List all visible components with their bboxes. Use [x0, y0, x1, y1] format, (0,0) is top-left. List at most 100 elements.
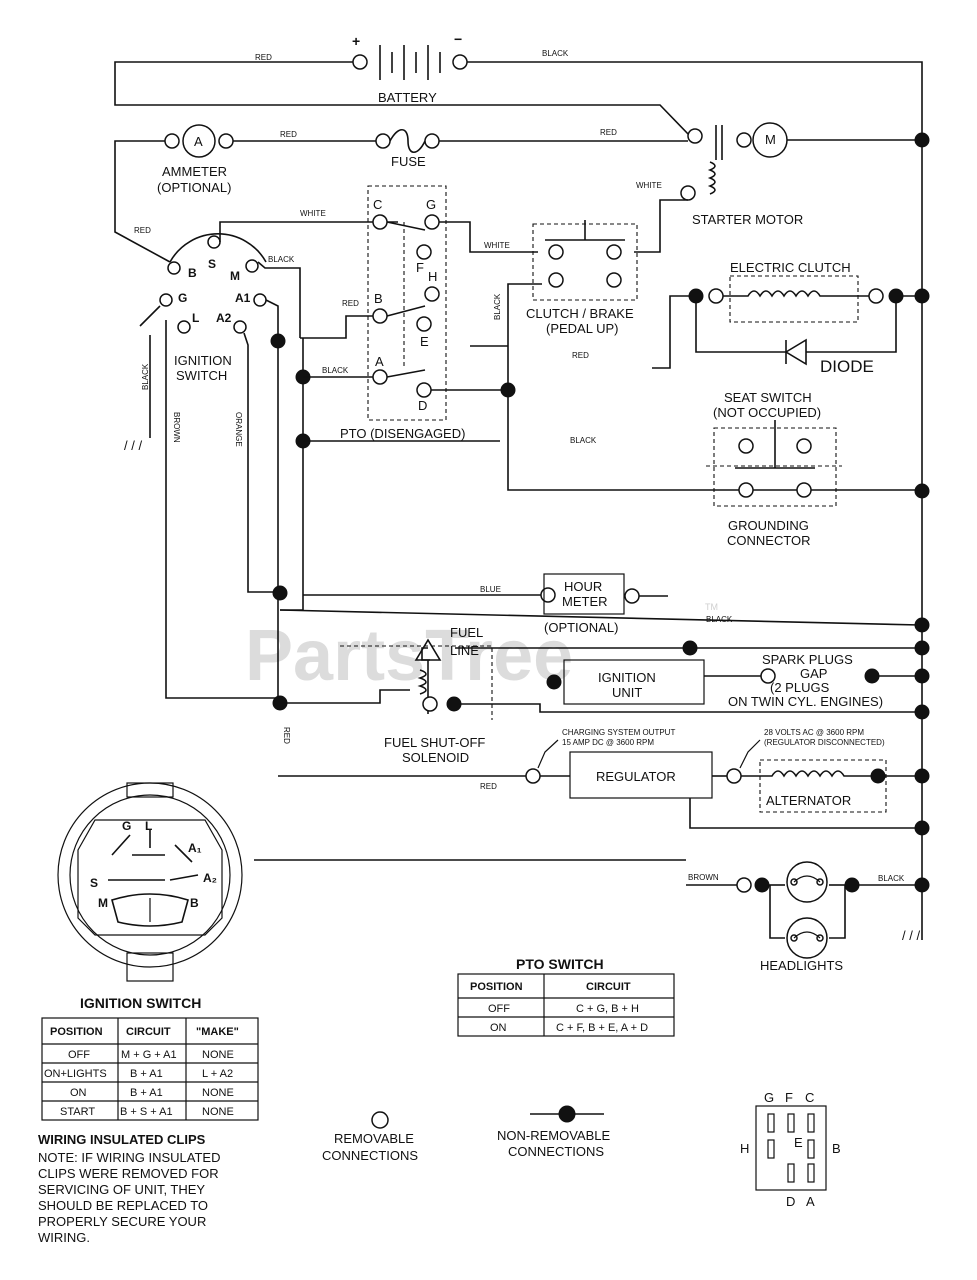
ignition-connector: G L A₁ A₂ S M B — [57, 782, 243, 982]
svg-text:RED: RED — [255, 53, 272, 62]
svg-text:M + G + A1: M + G + A1 — [121, 1049, 177, 1061]
svg-text:/ / /: / / / — [902, 928, 920, 943]
svg-text:G: G — [178, 291, 187, 305]
svg-text:CONNECTIONS: CONNECTIONS — [508, 1144, 604, 1159]
svg-text:REGULATOR: REGULATOR — [596, 769, 676, 784]
svg-text:BLACK: BLACK — [268, 255, 295, 264]
svg-text:A2: A2 — [216, 311, 232, 325]
svg-text:RED: RED — [282, 727, 291, 744]
svg-text:B + A1: B + A1 — [130, 1068, 163, 1080]
svg-text:BLACK: BLACK — [493, 293, 502, 320]
svg-text:CLUTCH / BRAKE: CLUTCH / BRAKE — [526, 306, 634, 321]
ignition-unit: IGNITION UNIT — [546, 659, 705, 705]
svg-text:ORANGE: ORANGE — [234, 412, 243, 447]
svg-text:FUSE: FUSE — [391, 154, 426, 169]
svg-text:RED: RED — [600, 128, 617, 137]
watermark: PartsTree — [245, 616, 573, 696]
battery: + − BATTERY — [352, 31, 468, 105]
svg-text:C + F, B + E, A + D: C + F, B + E, A + D — [556, 1022, 648, 1034]
regulator: RED REGULATOR CHARGING SYSTEM OUTPUT 15 … — [278, 728, 930, 836]
svg-text:E: E — [420, 334, 429, 349]
svg-text:HOUR: HOUR — [564, 579, 602, 594]
svg-text:BLACK: BLACK — [542, 49, 569, 58]
svg-text:WHITE: WHITE — [484, 241, 510, 250]
svg-text:NONE: NONE — [202, 1087, 234, 1099]
svg-text:SOLENOID: SOLENOID — [402, 750, 469, 765]
svg-text:CLIPS WERE REMOVED FOR: CLIPS WERE REMOVED FOR — [38, 1166, 219, 1181]
svg-text:CONNECTOR: CONNECTOR — [727, 533, 811, 548]
ignition-switch-table: IGNITION SWITCH POSITION CIRCUIT "MAKE" … — [41, 995, 259, 1121]
headlights: BROWN BLACK HEADLIGHTS — [686, 861, 930, 973]
svg-text:"MAKE": "MAKE" — [196, 1026, 239, 1038]
svg-text:NOTE: IF WIRING INSULATED: NOTE: IF WIRING INSULATED — [38, 1150, 221, 1165]
svg-text:H: H — [428, 269, 437, 284]
svg-text:B: B — [832, 1141, 841, 1156]
ignition-switch: B S M G A1 L A2 IGNITION SWITCH — [159, 233, 267, 383]
svg-text:BLACK: BLACK — [878, 874, 905, 883]
hour-meter: BLUE HOUR METER (OPTIONAL) — [280, 573, 668, 635]
svg-text:CIRCUIT: CIRCUIT — [126, 1026, 171, 1038]
starter-motor: M STARTER MOTOR — [687, 122, 930, 227]
svg-text:IGNITION SWITCH: IGNITION SWITCH — [80, 995, 201, 1011]
svg-text:HEADLIGHTS: HEADLIGHTS — [760, 958, 843, 973]
svg-text:RED: RED — [572, 351, 589, 360]
svg-text:PTO SWITCH: PTO SWITCH — [516, 956, 604, 972]
svg-text:WHITE: WHITE — [636, 181, 662, 190]
svg-text:B + A1: B + A1 — [130, 1087, 163, 1099]
svg-text:RED: RED — [480, 782, 497, 791]
svg-text:POSITION: POSITION — [470, 981, 523, 993]
svg-text:(OPTIONAL): (OPTIONAL) — [157, 180, 231, 195]
svg-text:RED: RED — [280, 130, 297, 139]
wiring-clips-note: WIRING INSULATED CLIPS NOTE: IF WIRING I… — [38, 1132, 221, 1245]
svg-text:S: S — [208, 257, 216, 271]
svg-text:BLACK: BLACK — [570, 436, 597, 445]
svg-text:C: C — [373, 197, 382, 212]
svg-text:B: B — [188, 266, 197, 280]
svg-text:(OPTIONAL): (OPTIONAL) — [544, 620, 618, 635]
svg-text:B: B — [190, 896, 199, 910]
svg-text:(2 PLUGS: (2 PLUGS — [770, 680, 830, 695]
svg-text:NONE: NONE — [202, 1049, 234, 1061]
svg-text:A₂: A₂ — [203, 871, 217, 885]
svg-text:A1: A1 — [235, 291, 251, 305]
svg-text:/ / /: / / / — [124, 438, 142, 453]
svg-text:WIRING INSULATED CLIPS: WIRING INSULATED CLIPS — [38, 1132, 206, 1147]
svg-text:OFF: OFF — [488, 1003, 510, 1015]
svg-text:UNIT: UNIT — [612, 685, 642, 700]
svg-text:28 VOLTS AC @ 3600 RPM: 28 VOLTS AC @ 3600 RPM — [764, 728, 864, 737]
svg-text:ON+LIGHTS: ON+LIGHTS — [44, 1068, 107, 1080]
svg-text:ELECTRIC CLUTCH: ELECTRIC CLUTCH — [730, 260, 851, 275]
fuse: FUSE — [375, 128, 440, 169]
svg-text:BLACK: BLACK — [706, 615, 733, 624]
diode: DIODE — [695, 303, 897, 376]
svg-text:−: − — [454, 31, 462, 47]
svg-text:D: D — [786, 1194, 795, 1209]
svg-text:B: B — [374, 291, 383, 306]
svg-text:ON TWIN CYL. ENGINES): ON TWIN CYL. ENGINES) — [728, 694, 883, 709]
svg-text:WHITE: WHITE — [300, 209, 326, 218]
svg-text:OFF: OFF — [68, 1049, 90, 1061]
svg-text:STARTER MOTOR: STARTER MOTOR — [692, 212, 803, 227]
svg-text:M: M — [98, 896, 108, 910]
legend-non-removable: NON-REMOVABLE CONNECTIONS — [497, 1105, 610, 1159]
spark-plugs: SPARK PLUGS GAP (2 PLUGS ON TWIN CYL. EN… — [728, 652, 930, 709]
svg-text:C + G, B + H: C + G, B + H — [576, 1003, 639, 1015]
svg-text:A₁: A₁ — [188, 841, 202, 855]
svg-text:15 AMP DC @ 3600 RPM: 15 AMP DC @ 3600 RPM — [562, 738, 654, 747]
svg-text:NONE: NONE — [202, 1106, 234, 1118]
svg-text:IGNITION: IGNITION — [174, 353, 232, 368]
svg-text:GROUNDING: GROUNDING — [728, 518, 809, 533]
svg-text:+: + — [352, 33, 360, 49]
fuel-line: FUEL LINE — [340, 625, 493, 720]
pto-switch-table: PTO SWITCH POSITION CIRCUIT OFF C + G, B… — [457, 956, 675, 1037]
svg-text:WIRING.: WIRING. — [38, 1230, 90, 1245]
svg-text:E: E — [794, 1135, 803, 1150]
svg-text:LINE: LINE — [450, 643, 479, 658]
svg-text:PROPERLY SECURE YOUR: PROPERLY SECURE YOUR — [38, 1214, 206, 1229]
legend-removable: REMOVABLE CONNECTIONS — [322, 1111, 418, 1163]
svg-text:RED: RED — [342, 299, 359, 308]
svg-text:SWITCH: SWITCH — [176, 368, 227, 383]
svg-text:START: START — [60, 1106, 95, 1118]
svg-text:M: M — [765, 132, 776, 147]
pto-pinout: G F C H E B D A — [740, 1090, 841, 1209]
